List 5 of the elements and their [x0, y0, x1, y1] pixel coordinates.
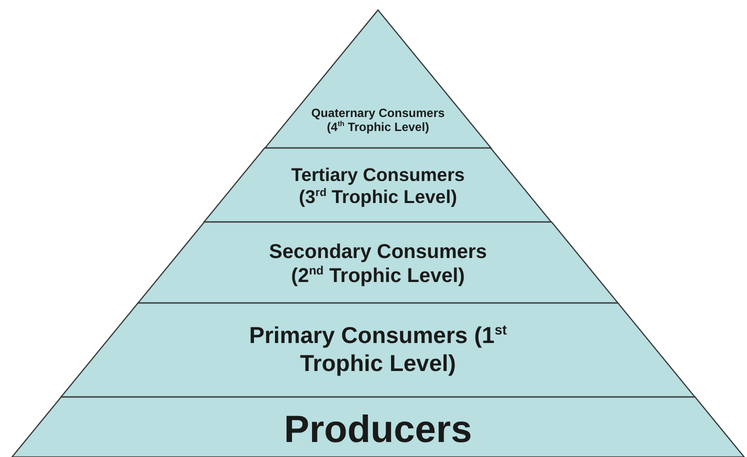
level-label: Primary Consumers (1$^{st}$ Trophic Level) — [248, 322, 508, 378]
level-label: Secondary Consumers (2$^{nd}$ Trophic Level) — [268, 240, 488, 288]
level-label: Quaternary Consumers (4$^{th}$ Trophic Level) — [310, 106, 446, 134]
level-label: Producers — [283, 408, 473, 454]
level-label: Tertiary Consumers (3$^{rd}$ Trophic Level) — [290, 164, 466, 208]
